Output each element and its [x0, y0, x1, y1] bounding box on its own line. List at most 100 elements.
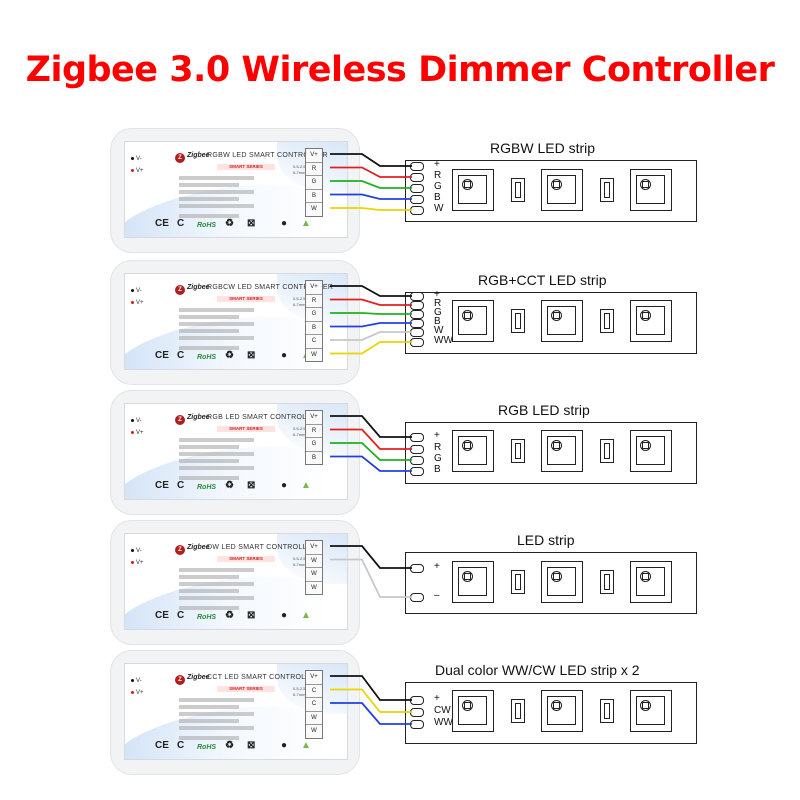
led-die	[642, 181, 649, 188]
weee-bin-icon: ⊠	[247, 480, 256, 491]
rohs-mark-icon: RoHS	[197, 222, 217, 229]
terminal-b: B	[306, 190, 322, 203]
series-badge: SMART SERIES	[217, 556, 275, 562]
pad-label: WW	[434, 335, 453, 346]
rohs-mark-icon: RoHS	[197, 744, 217, 751]
apple-icon: ●	[281, 740, 288, 751]
led-ring	[551, 440, 562, 451]
recycle-icon: ♻	[225, 350, 234, 361]
led-chip-icon	[630, 169, 672, 211]
wire-2	[330, 442, 412, 461]
led-die	[464, 312, 471, 319]
resistor-inner	[604, 574, 610, 590]
led-chip-icon	[452, 561, 494, 603]
pin-minus: V-	[131, 418, 142, 424]
led-ring	[462, 440, 473, 451]
led-die	[553, 573, 560, 580]
terminal-v+: V+	[306, 671, 322, 685]
series-badge: SMART SERIES	[217, 164, 275, 170]
terminal-g: G	[306, 438, 322, 452]
terminal-w: W	[311, 351, 317, 358]
zigbee-logo-icon: Z	[175, 415, 185, 425]
resistor-inner	[604, 443, 610, 459]
zigbee-logo-icon: Z	[175, 285, 185, 295]
resistor-inner	[515, 313, 521, 329]
terminal-w: W	[311, 584, 317, 591]
led-inner	[458, 567, 487, 596]
pin-plus-label: V+	[136, 430, 144, 436]
pad-label: +	[434, 430, 440, 441]
spec-line	[179, 322, 254, 326]
led-ring	[462, 179, 473, 190]
pad-label: G	[434, 307, 442, 318]
wire-5	[330, 341, 412, 355]
ce-mark-icon: CE	[155, 740, 169, 751]
pad-label: R	[434, 298, 442, 309]
led-die	[464, 181, 471, 188]
strip-title: RGB LED strip	[498, 402, 590, 418]
wire-spec-gauge: 0.5-2.5mm²	[293, 426, 314, 431]
pin-plus: V+	[131, 300, 144, 306]
spec-line	[179, 445, 239, 449]
led-ring	[462, 700, 473, 711]
rohs-mark-icon: RoHS	[197, 354, 217, 361]
terminal-b: B	[306, 322, 322, 335]
pin-plus-label: V+	[136, 560, 144, 566]
pin-plus-label: V+	[136, 168, 144, 174]
led-chip-icon	[452, 690, 494, 732]
spec-line	[179, 176, 254, 180]
spec-line	[179, 596, 254, 600]
pin-dot	[131, 690, 134, 694]
led-ring	[462, 571, 473, 582]
wire-spec-gauge: 0.5-2.5mm²	[293, 164, 314, 169]
led-inner	[636, 175, 665, 204]
terminal-c: C	[306, 698, 322, 712]
spec-line	[179, 438, 254, 442]
wire-spec-gauge: 0.5-2.5mm²	[293, 686, 314, 691]
android-icon: ▲	[301, 610, 311, 621]
wire-3	[330, 455, 412, 472]
strip-title: LED strip	[517, 532, 575, 548]
pad-label: –	[434, 590, 440, 601]
led-inner	[458, 175, 487, 204]
spec-line	[179, 698, 254, 702]
wire-1	[330, 558, 412, 598]
brand-name: Zigbee	[187, 414, 210, 421]
page-title: Zigbee 3.0 Wireless Dimmer Controller	[25, 50, 775, 90]
pad-label: +	[434, 693, 440, 704]
wire-3	[330, 193, 412, 200]
wire-1	[330, 166, 412, 178]
pad-label: R	[434, 170, 442, 181]
wire-0	[330, 285, 412, 297]
spec-line	[179, 204, 254, 208]
pin-dot	[131, 300, 134, 304]
led-chip-icon	[541, 561, 583, 603]
resistor-icon	[600, 570, 614, 594]
series-badge: SMART SERIES	[217, 426, 275, 432]
led-die	[642, 442, 649, 449]
wire-0	[330, 675, 412, 701]
terminal-r: R	[306, 295, 322, 308]
recycle-icon: ♻	[225, 218, 234, 229]
spec-line	[179, 705, 239, 709]
zigbee-logo-icon: Z	[175, 153, 185, 163]
pin-dot	[131, 288, 134, 292]
led-ring	[640, 700, 651, 711]
led-ring	[640, 179, 651, 190]
ce-mark-icon: CE	[155, 610, 169, 621]
model-name: RGB LED SMART CONTROLLER	[207, 414, 321, 421]
spec-line	[179, 719, 239, 723]
led-chip-icon	[541, 690, 583, 732]
wire-2	[330, 702, 412, 725]
rohs-mark-icon: RoHS	[197, 614, 217, 621]
pad-label: WW	[434, 717, 453, 728]
weee-bin-icon: ⊠	[247, 740, 256, 751]
led-inner	[636, 567, 665, 596]
